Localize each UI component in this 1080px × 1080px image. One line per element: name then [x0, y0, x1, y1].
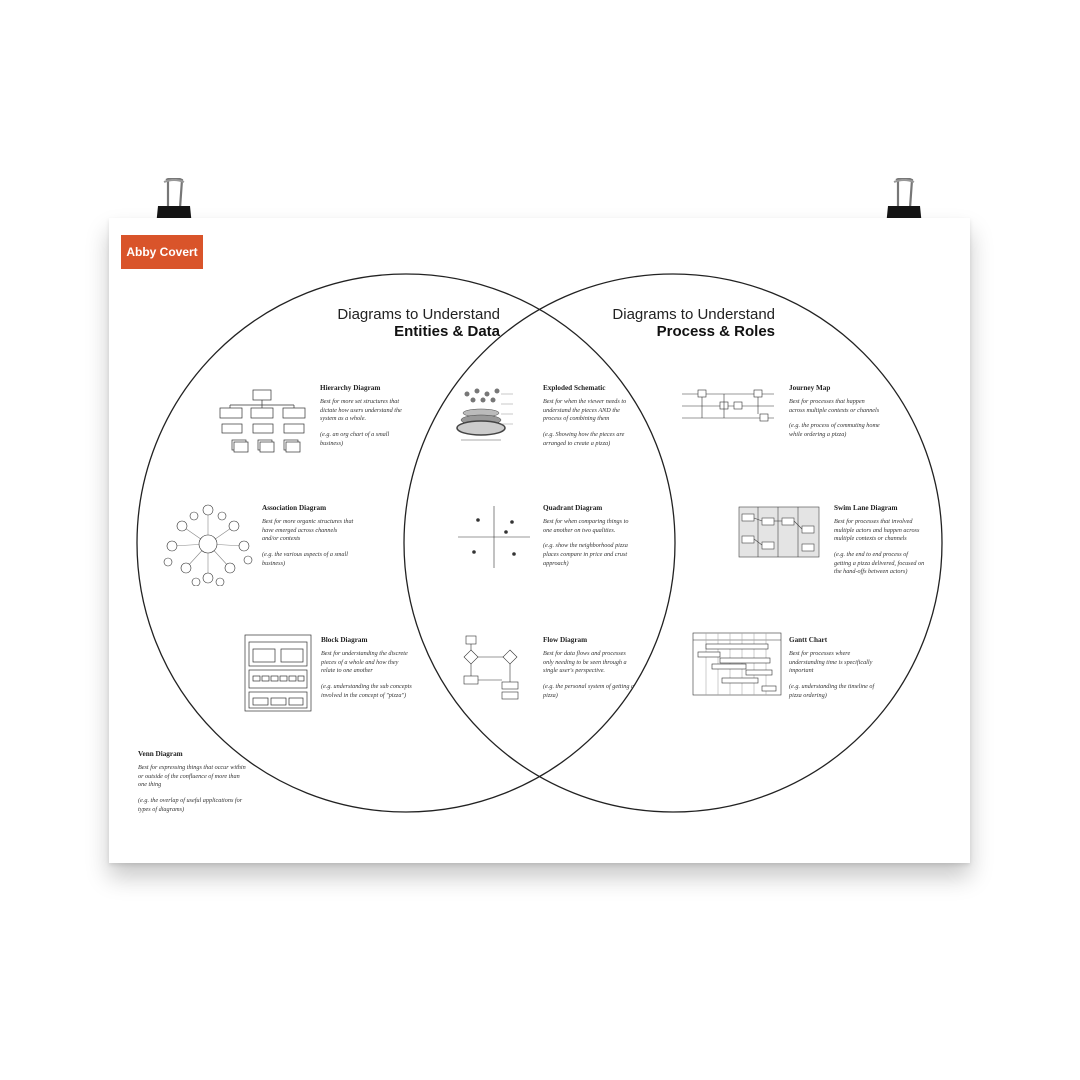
quadrant-diagram-description: Quadrant Diagram Best for when comparing… — [543, 504, 635, 568]
heading-process: Diagrams to Understand Process & Roles — [555, 306, 775, 340]
heading-entities-line1: Diagrams to Understand — [337, 306, 500, 323]
heading-process-line1: Diagrams to Understand — [612, 306, 775, 323]
flow-diagram-thumbnail — [463, 635, 519, 700]
flow-diagram-title: Flow Diagram — [543, 636, 588, 644]
block-diagram-title: Block Diagram — [321, 636, 368, 644]
journey-map-example: (e.g. the process of commuting home whil… — [789, 422, 880, 439]
association-diagram-thumbnail — [163, 504, 253, 586]
hierarchy-diagram-body: Best for more set structures that dictat… — [320, 398, 402, 423]
swim-lane-diagram-example: (e.g. the end to end process of getting … — [834, 551, 925, 576]
quadrant-diagram-title: Quadrant Diagram — [543, 504, 603, 512]
author-badge: Abby Covert — [121, 235, 203, 269]
hierarchy-diagram-example: (e.g. an org chart of a small business) — [320, 431, 390, 447]
right-circle — [403, 273, 943, 813]
association-diagram-body: Best for more organic structures that ha… — [262, 518, 354, 543]
journey-map-body: Best for processes that happen across mu… — [789, 398, 880, 414]
association-diagram-description: Association Diagram Best for more organi… — [262, 504, 354, 568]
heading-process-line2: Process & Roles — [656, 323, 775, 340]
swim-lane-diagram-title: Swim Lane Diagram — [834, 504, 898, 512]
poster — [109, 218, 970, 863]
exploded-schematic-example: (e.g. Showing how the pieces are arrange… — [543, 431, 625, 447]
gantt-chart-thumbnail — [692, 632, 782, 696]
quadrant-diagram-thumbnail — [458, 506, 530, 568]
journey-map-title: Journey Map — [789, 384, 831, 392]
block-diagram-thumbnail — [244, 634, 312, 712]
quadrant-diagram-body: Best for when comparing things to one an… — [543, 518, 629, 534]
block-diagram-body: Best for understanding the discrete piec… — [321, 650, 408, 675]
venn-diagram-title: Venn Diagram — [138, 750, 183, 758]
hierarchy-diagram-title: Hierarchy Diagram — [320, 384, 381, 392]
journey-map-thumbnail — [682, 389, 774, 422]
flow-diagram-body: Best for data flows and processes only n… — [543, 650, 627, 675]
gantt-chart-description: Gantt Chart Best for processes where und… — [789, 636, 881, 700]
heading-entities-line2: Entities & Data — [394, 323, 500, 340]
hierarchy-diagram-thumbnail — [219, 389, 306, 453]
gantt-chart-example: (e.g. understanding the timeline of pizz… — [789, 683, 875, 699]
venn-diagram-body: Best for expressing things that occur wi… — [138, 764, 246, 789]
venn-diagram-example: (e.g. the overlap of useful applications… — [138, 797, 243, 813]
swim-lane-diagram-description: Swim Lane Diagram Best for processes tha… — [834, 504, 926, 577]
swim-lane-diagram-body: Best for processes that involved multipl… — [834, 518, 920, 543]
exploded-schematic-thumbnail — [456, 388, 513, 441]
exploded-schematic-description: Exploded Schematic Best for when the vie… — [543, 384, 635, 448]
gantt-chart-title: Gantt Chart — [789, 636, 828, 644]
left-circle — [136, 273, 676, 813]
gantt-chart-body: Best for processes where understanding t… — [789, 650, 873, 675]
flow-diagram-example: (e.g. the personal system of getting a p… — [543, 683, 635, 699]
hierarchy-diagram-description: Hierarchy Diagram Best for more set stru… — [320, 384, 412, 448]
swim-lane-diagram-thumbnail — [738, 506, 820, 558]
journey-map-description: Journey Map Best for processes that happ… — [789, 384, 881, 440]
exploded-schematic-body: Best for when the viewer needs to unders… — [543, 398, 627, 423]
block-diagram-example: (e.g. understanding the sub concepts inv… — [321, 683, 412, 699]
association-diagram-title: Association Diagram — [262, 504, 327, 512]
venn-diagram-description: Venn Diagram Best for expressing things … — [138, 750, 246, 814]
flow-diagram-description: Flow Diagram Best for data flows and pro… — [543, 636, 635, 700]
exploded-schematic-title: Exploded Schematic — [543, 384, 606, 392]
association-diagram-example: (e.g. the various aspects of a small bus… — [262, 551, 348, 567]
quadrant-diagram-example: (e.g. show the neighborhood pizza places… — [543, 542, 628, 567]
block-diagram-description: Block Diagram Best for understanding the… — [321, 636, 413, 700]
heading-entities: Diagrams to Understand Entities & Data — [280, 306, 500, 340]
